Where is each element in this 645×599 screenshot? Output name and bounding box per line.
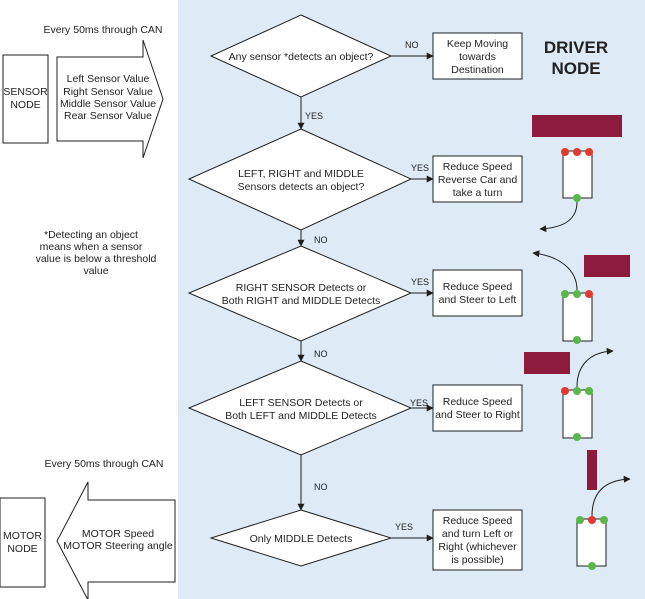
edge-label-d0-no: NO — [405, 40, 419, 50]
note-line1: *Detecting an object — [44, 229, 138, 241]
sensor-rear-green — [573, 194, 581, 202]
driver-node-title-line1: DRIVER — [544, 38, 608, 57]
sensor-node-label-line2: NODE — [10, 99, 40, 111]
steer-right-arrow — [576, 347, 614, 388]
motor-node-box — [0, 497, 46, 588]
sensor-middle-red — [573, 148, 581, 156]
decision-right-sensor-line2: Both RIGHT and MIDDLE Detects — [222, 295, 381, 307]
sensor-value-middle: Middle Sensor Value — [60, 98, 156, 110]
decision-left-sensor — [187, 360, 413, 456]
sensor-value-rear: Rear Sensor Value — [64, 110, 152, 122]
sensor-rear-green — [573, 433, 581, 441]
decision-right-sensor — [187, 245, 413, 342]
car-scenario-steer-right — [524, 347, 614, 441]
action-turn-either-line1: Reduce Speed — [443, 515, 513, 527]
car-scenario-steer-left — [532, 250, 630, 344]
edge-label-d3-yes: YES — [410, 398, 428, 408]
car-body — [562, 150, 593, 199]
obstacle-front — [532, 115, 622, 137]
steer-left-arrow — [532, 250, 578, 291]
action-reverse-turn-line3: take a turn — [453, 187, 503, 199]
edge-label-d1-no: NO — [314, 235, 328, 245]
decision-any-sensor — [209, 14, 393, 98]
car-body — [562, 292, 593, 342]
motor-value-steering: MOTOR Steering angle — [63, 540, 173, 552]
decision-all-sensors-line2: Sensors detects an object? — [238, 181, 365, 193]
action-keep-moving-line3: Destination — [451, 64, 504, 76]
decision-left-sensor-line1: LEFT SENSOR Detects or — [239, 397, 363, 409]
sensor-right-red — [585, 290, 593, 298]
action-keep-moving-line2: towards — [459, 51, 496, 63]
edge-label-d3-no: NO — [314, 482, 328, 492]
edge-label-d0-yes: YES — [305, 111, 323, 121]
obstacle-right — [584, 255, 630, 277]
car-scenario-middle — [576, 450, 631, 570]
sensor-left-green — [576, 516, 584, 524]
action-keep-moving — [432, 32, 523, 80]
note-line4: value — [83, 265, 108, 277]
edge-label-d4-yes: YES — [395, 522, 413, 532]
action-steer-left-line1: Reduce Speed — [443, 281, 513, 293]
motor-node-label-line2: NODE — [7, 543, 37, 555]
action-steer-left — [432, 269, 523, 317]
sensor-middle-red — [588, 516, 596, 524]
sensor-node-box — [2, 54, 49, 144]
sensor-left-green — [561, 290, 569, 298]
action-turn-either-line4: is possible) — [451, 554, 504, 566]
sensor-middle-green — [573, 387, 581, 395]
decision-left-sensor-line2: Both LEFT and MIDDLE Detects — [225, 410, 377, 422]
action-steer-left-line2: and Steer to Left — [439, 294, 517, 306]
motor-node-label-line1: MOTOR — [3, 530, 42, 542]
sensor-right-green — [585, 387, 593, 395]
decision-only-middle-line1: Only MIDDLE Detects — [250, 533, 353, 545]
action-turn-either-line3: Right (whichever — [438, 541, 517, 553]
car-scenario-reverse — [532, 115, 622, 233]
action-turn-either — [432, 509, 523, 571]
action-turn-either-line2: and turn Left or — [442, 528, 514, 540]
sensor-rear-green — [588, 562, 596, 570]
turn-either-arrow — [591, 475, 631, 517]
sensor-middle-green — [573, 290, 581, 298]
action-keep-moving-line1: Keep Moving — [447, 38, 508, 50]
decision-any-sensor-line1: Any sensor *detects an object? — [229, 51, 374, 63]
sensor-to-driver-arrow — [56, 39, 164, 159]
action-reverse-turn-line1: Reduce Speed — [443, 161, 513, 173]
obstacle-left — [524, 352, 570, 374]
motor-interval-label: Every 50ms through CAN — [44, 458, 163, 470]
decision-right-sensor-line1: RIGHT SENSOR Detects or — [236, 282, 367, 294]
edge-label-d2-no: NO — [314, 349, 328, 359]
reverse-turn-arrow — [539, 201, 578, 233]
decision-all-sensors — [187, 128, 413, 231]
action-reverse-turn-line2: Reverse Car and — [438, 174, 518, 186]
sensor-left-red — [561, 387, 569, 395]
sensor-value-left: Left Sensor Value — [67, 73, 150, 85]
edge-label-d1-yes: YES — [411, 163, 429, 173]
action-reverse-turn — [432, 155, 523, 203]
edge-label-d2-yes: YES — [411, 277, 429, 287]
driver-node-title-line2: NODE — [551, 59, 600, 78]
sensor-right-red — [585, 148, 593, 156]
action-steer-right-line2: and Steer to Right — [435, 409, 520, 421]
car-body — [562, 389, 593, 439]
sensor-left-red — [561, 148, 569, 156]
motor-value-speed: MOTOR Speed — [82, 528, 154, 540]
car-body — [576, 518, 607, 567]
decision-all-sensors-line1: LEFT, RIGHT and MIDDLE — [238, 168, 364, 180]
sensor-node-label-line1: SENSOR — [3, 86, 48, 98]
action-steer-right — [432, 384, 523, 432]
decision-only-middle — [209, 509, 393, 567]
note-line3: value is below a threshold — [36, 253, 157, 265]
obstacle-middle — [587, 450, 597, 490]
sensor-rear-green — [573, 336, 581, 344]
sensor-interval-label: Every 50ms through CAN — [43, 24, 162, 36]
sensor-value-right: Right Sensor Value — [63, 86, 153, 98]
driver-to-motor-arrow — [56, 481, 176, 599]
sensor-right-green — [600, 516, 608, 524]
action-steer-right-line1: Reduce Speed — [443, 396, 513, 408]
note-line2: means when a sensor — [40, 241, 143, 253]
